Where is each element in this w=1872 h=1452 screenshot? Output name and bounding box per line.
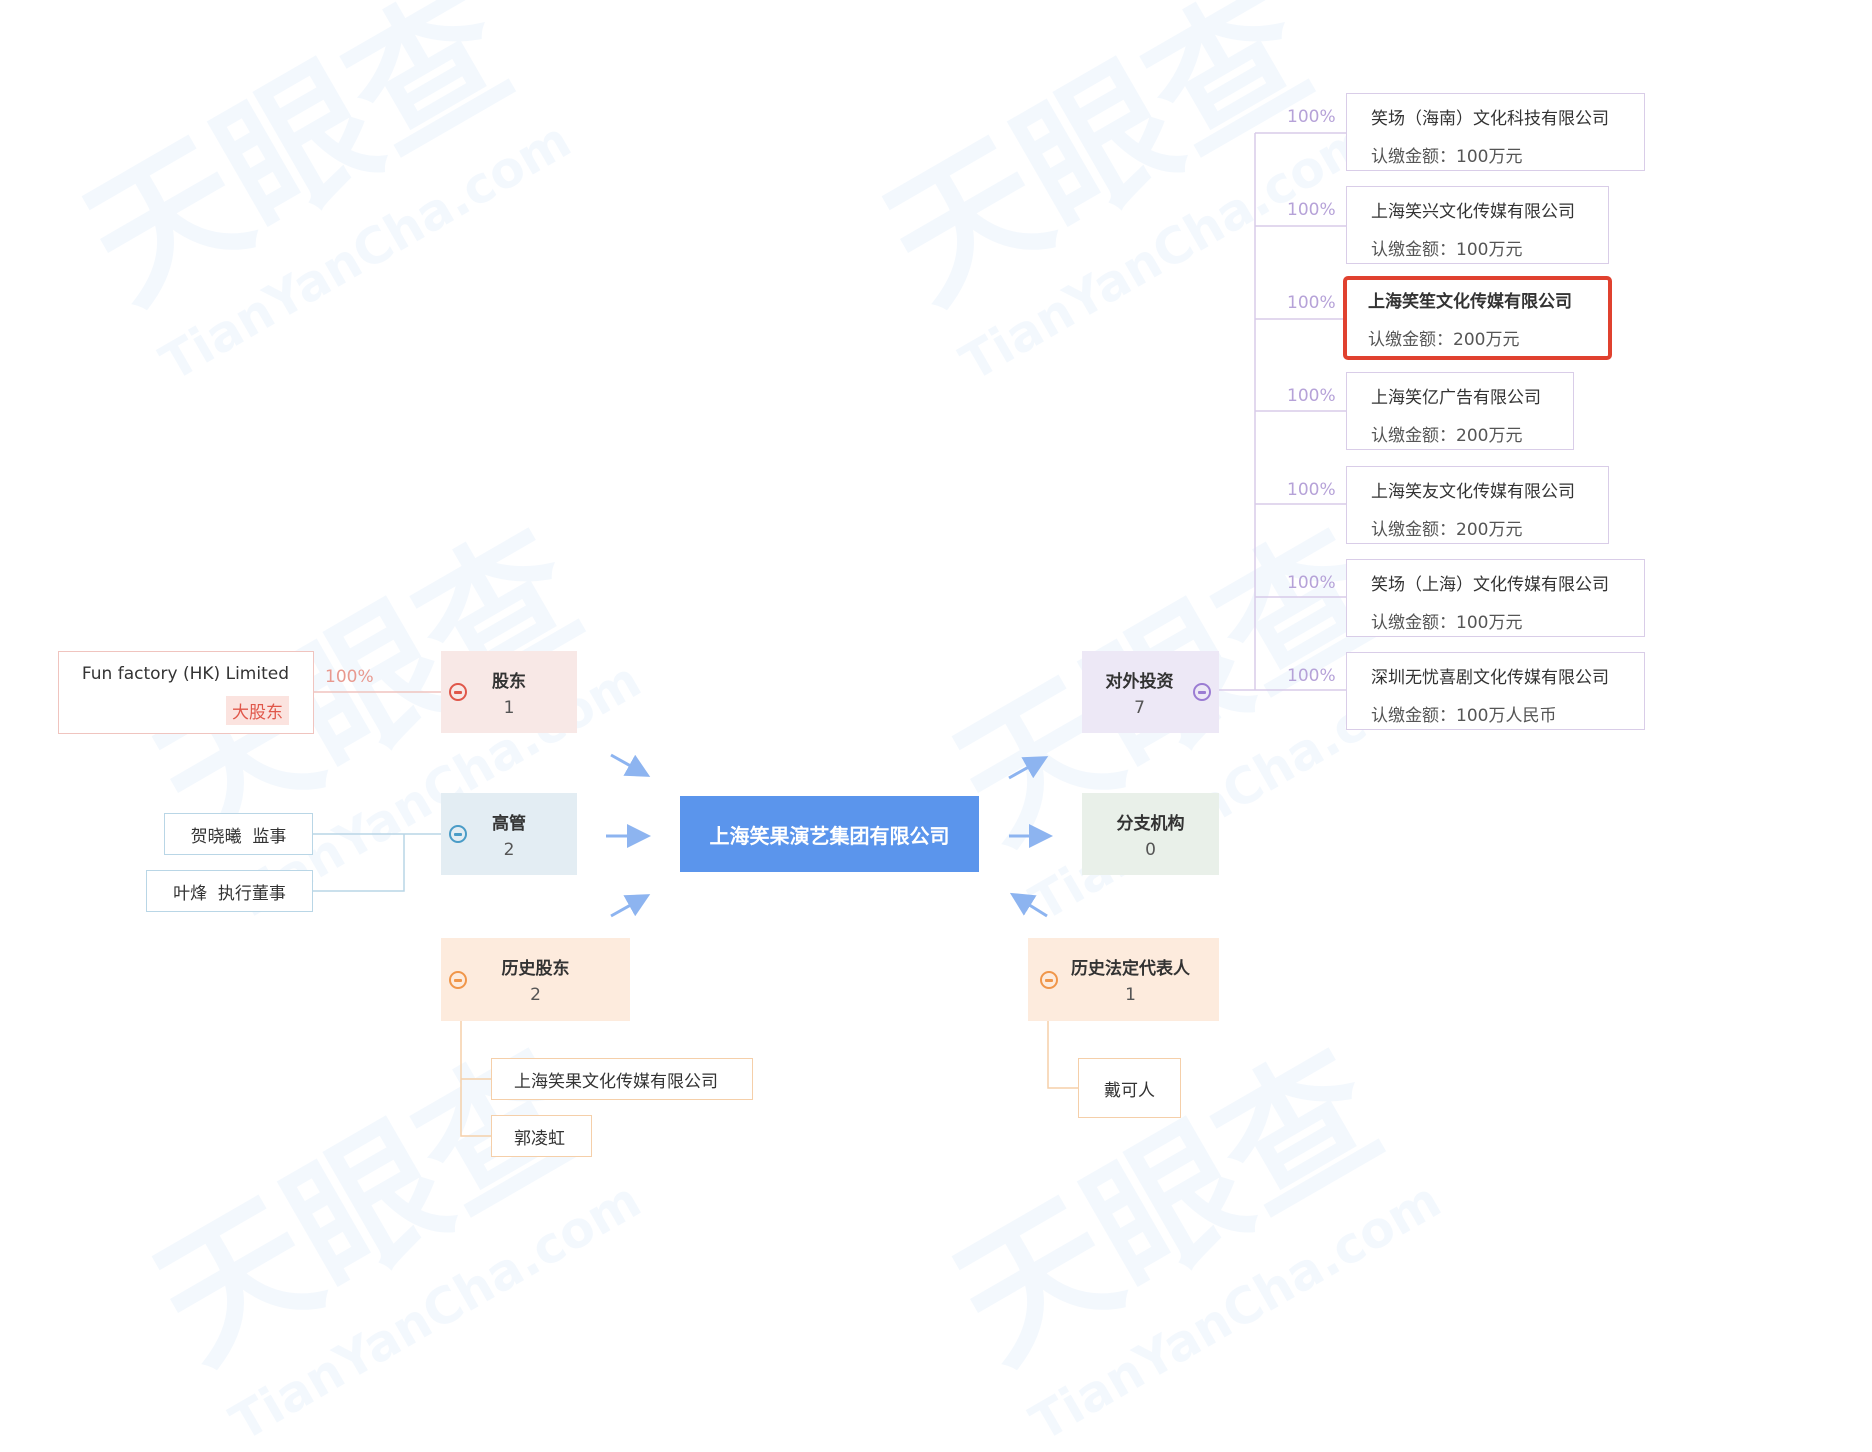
investment-item[interactable]: 上海笑兴文化传媒有限公司认缴金额：100万元	[1346, 186, 1609, 264]
shareholder-item[interactable]: Fun factory (HK) Limited 大股东	[58, 651, 314, 734]
collapse-icon[interactable]	[449, 683, 467, 701]
history-shareholders-count: 2	[530, 985, 541, 1005]
investment-amount: 认缴金额：100万人民币	[1371, 706, 1557, 726]
history-legal-rep-label: 历史法定代表人	[1071, 959, 1190, 979]
center-company-node[interactable]: 上海笑果演艺集团有限公司	[680, 796, 979, 872]
investment-amount: 认缴金额：200万元	[1371, 426, 1523, 446]
history-shareholder-item[interactable]: 郭凌虹	[491, 1115, 592, 1157]
investment-item[interactable]: 上海笑友文化传媒有限公司认缴金额：200万元	[1346, 466, 1609, 544]
investment-amount: 认缴金额：100万元	[1371, 613, 1523, 633]
investment-name: 笑场（海南）文化科技有限公司	[1371, 109, 1609, 129]
executive-name: 贺晓曦	[190, 826, 242, 847]
history-legal-rep-node[interactable]: 历史法定代表人 1	[1028, 938, 1219, 1021]
investment-item[interactable]: 笑场（上海）文化传媒有限公司认缴金额：100万元	[1346, 559, 1645, 637]
executive-name: 叶烽	[173, 883, 208, 904]
investment-name: 上海笑兴文化传媒有限公司	[1371, 202, 1575, 222]
history-legal-rep-name: 戴可人	[1104, 1080, 1155, 1101]
collapse-icon[interactable]	[1193, 683, 1211, 701]
history-legal-rep-item[interactable]: 戴可人	[1078, 1058, 1181, 1118]
shareholder-name: Fun factory (HK) Limited	[81, 664, 289, 684]
history-shareholder-item[interactable]: 上海笑果文化传媒有限公司	[491, 1058, 753, 1100]
collapse-icon[interactable]	[1040, 970, 1058, 989]
center-company-name: 上海笑果演艺集团有限公司	[709, 823, 950, 848]
investments-count: 7	[1134, 697, 1145, 718]
shareholders-count: 1	[503, 697, 515, 718]
investments-node[interactable]: 对外投资 7	[1082, 651, 1219, 733]
branches-count: 0	[1145, 839, 1156, 860]
investment-item[interactable]: 上海笑笙文化传媒有限公司认缴金额：200万元	[1343, 276, 1612, 360]
branches-node[interactable]: 分支机构 0	[1082, 793, 1219, 875]
investment-percent: 100%	[1287, 573, 1336, 593]
investment-name: 深圳无忧喜剧文化传媒有限公司	[1371, 668, 1609, 688]
executive-item[interactable]: 叶烽 执行董事	[146, 870, 313, 912]
investment-amount: 认缴金额：100万元	[1371, 147, 1523, 167]
executive-role: 执行董事	[217, 883, 286, 904]
executive-role: 监事	[252, 826, 287, 847]
executive-item[interactable]: 贺晓曦 监事	[164, 813, 313, 855]
investment-percent: 100%	[1287, 107, 1336, 127]
investment-item[interactable]: 上海笑亿广告有限公司认缴金额：200万元	[1346, 372, 1574, 450]
investment-amount: 认缴金额：200万元	[1371, 520, 1523, 540]
investment-name: 上海笑友文化传媒有限公司	[1371, 482, 1575, 502]
investments-label: 对外投资	[1105, 671, 1174, 692]
executives-count: 2	[503, 839, 515, 860]
investment-percent: 100%	[1287, 293, 1336, 313]
investment-percent: 100%	[1287, 386, 1336, 406]
investment-item[interactable]: 深圳无忧喜剧文化传媒有限公司认缴金额：100万人民币	[1346, 652, 1645, 730]
shareholders-node[interactable]: 股东 1	[441, 651, 577, 733]
investment-amount: 认缴金额：200万元	[1368, 330, 1520, 350]
executives-node[interactable]: 高管 2	[441, 793, 577, 875]
shareholders-label: 股东	[492, 671, 526, 692]
investment-amount: 认缴金额：100万元	[1371, 240, 1523, 260]
investment-percent: 100%	[1287, 200, 1336, 220]
investment-name: 笑场（上海）文化传媒有限公司	[1371, 575, 1609, 595]
history-shareholders-label: 历史股东	[501, 959, 570, 979]
collapse-icon[interactable]	[449, 825, 467, 843]
investment-item[interactable]: 笑场（海南）文化科技有限公司认缴金额：100万元	[1346, 93, 1645, 171]
investment-percent: 100%	[1287, 480, 1336, 500]
investment-name: 上海笑亿广告有限公司	[1371, 388, 1541, 408]
history-shareholders-node[interactable]: 历史股东 2	[441, 938, 630, 1021]
connectors	[313, 132, 1346, 1137]
history-shareholder-name: 上海笑果文化传媒有限公司	[514, 1071, 718, 1092]
shareholder-percent: 100%	[325, 667, 374, 687]
history-legal-rep-count: 1	[1125, 985, 1136, 1005]
major-shareholder-badge: 大股东	[226, 696, 289, 725]
investment-percent: 100%	[1287, 666, 1336, 686]
executives-label: 高管	[492, 813, 526, 834]
investment-name: 上海笑笙文化传媒有限公司	[1368, 292, 1572, 312]
collapse-icon[interactable]	[449, 970, 467, 989]
branches-label: 分支机构	[1116, 813, 1185, 834]
history-shareholder-name: 郭凌虹	[514, 1128, 565, 1149]
